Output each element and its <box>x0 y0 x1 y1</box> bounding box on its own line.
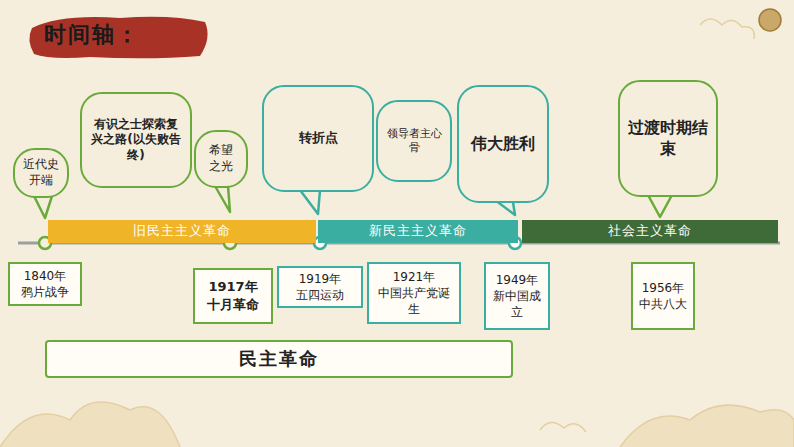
node-text: 1956年 <box>642 280 685 296</box>
node-text: 旧民主主义革命 <box>133 223 231 240</box>
bubble-callout: 领导者主心骨 <box>376 100 452 182</box>
node-text: 近代史开端 <box>23 157 59 188</box>
bubble-callout: 伟大胜利 <box>457 85 549 203</box>
period-band: 社会主义革命 <box>522 220 778 243</box>
node-subtext: 五四运动 <box>296 287 344 303</box>
event-box: 1840年鸦片战争 <box>8 262 82 306</box>
node-text: 1921年 <box>393 269 436 285</box>
node-text: 社会主义革命 <box>608 223 692 240</box>
period-band: 旧民主主义革命 <box>48 220 316 243</box>
node-subtext: 中国共产党诞生 <box>373 285 455 317</box>
bubble-callout: 近代史开端 <box>13 148 69 198</box>
node-text: 转折点 <box>299 130 338 147</box>
node-text: 新民主主义革命 <box>369 223 467 240</box>
bubble-callout: 转折点 <box>262 85 374 192</box>
node-text: 过渡时期结束 <box>628 118 708 160</box>
event-box: 1919年五四运动 <box>277 266 363 308</box>
node-text: 领导者主心骨 <box>386 127 442 156</box>
title-banner <box>29 17 207 59</box>
node-subtext: 鸦片战争 <box>21 284 69 300</box>
event-box: 1949年新中国成立 <box>484 262 550 330</box>
bubble-callout: 有识之士探索复兴之路(以失败告终) <box>80 92 192 188</box>
emblem <box>759 9 781 31</box>
node-subtext: 中共八大 <box>639 296 687 312</box>
node-subtext: 新中国成立 <box>490 288 544 320</box>
node-text: 1919年 <box>299 271 342 287</box>
event-box: 1921年中国共产党诞生 <box>367 262 461 324</box>
title: 时间轴： <box>44 20 140 50</box>
period-band: 新民主主义革命 <box>318 220 518 243</box>
bubble-callout: 希望之光 <box>194 130 248 188</box>
node-text: 有识之士探索复兴之路(以失败告终) <box>90 117 182 164</box>
node-text: 1840年 <box>24 268 67 284</box>
event-box: 1917年十月革命 <box>193 268 273 324</box>
node-text: 1949年 <box>496 272 539 288</box>
node-text: 伟大胜利 <box>471 134 535 155</box>
node-text: 1917年 <box>208 278 257 296</box>
node-subtext: 十月革命 <box>207 296 259 314</box>
node-text: 希望之光 <box>204 143 238 174</box>
stage-box: 民主革命 <box>45 340 513 378</box>
node-text: 民主革命 <box>239 347 319 370</box>
bubble-callout: 过渡时期结束 <box>618 80 718 197</box>
event-box: 1956年中共八大 <box>631 262 695 330</box>
cloud-ornament <box>0 19 794 447</box>
